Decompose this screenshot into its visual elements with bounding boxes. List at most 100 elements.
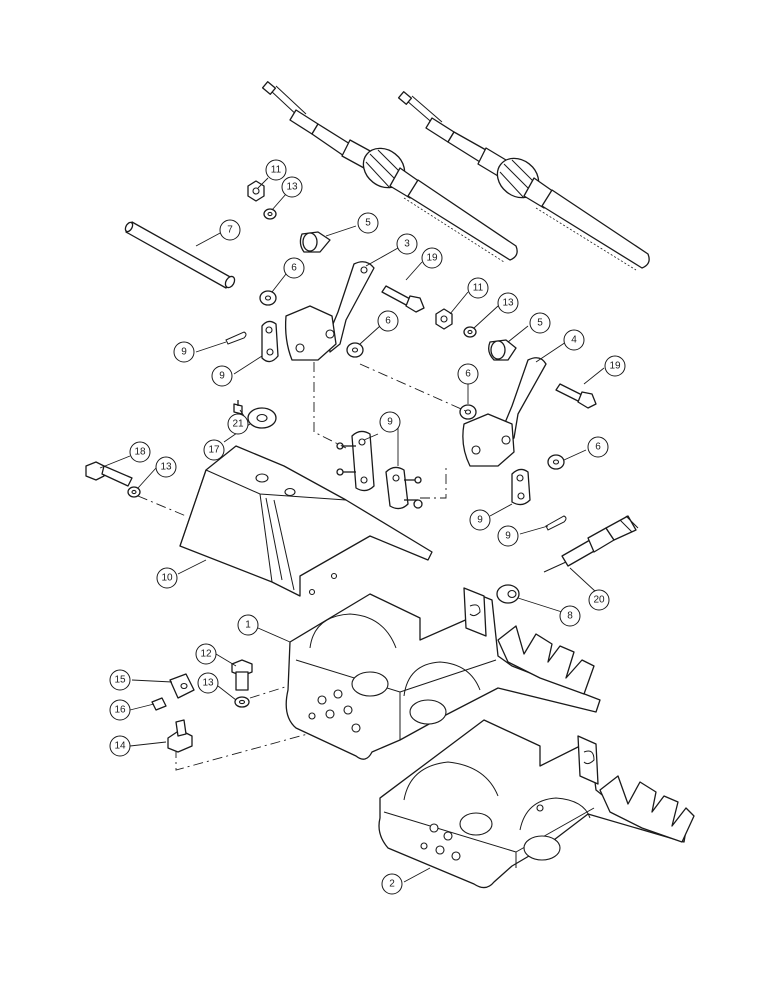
svg-text:9: 9 (181, 347, 187, 358)
washer-13-left (127, 486, 141, 498)
svg-text:10: 10 (161, 573, 173, 584)
bracket-2 (378, 719, 695, 889)
svg-text:6: 6 (291, 263, 297, 274)
callout-13-lower: 13 (197, 672, 219, 694)
svg-text:9: 9 (477, 515, 483, 526)
svg-text:12: 12 (200, 649, 212, 660)
svg-text:13: 13 (502, 298, 514, 309)
svg-text:9: 9 (505, 531, 511, 542)
svg-text:2: 2 (389, 879, 395, 890)
washer-6-right-upper (459, 404, 477, 420)
svg-text:14: 14 (114, 741, 126, 752)
bushing-5-upper (299, 231, 331, 253)
svg-text:9: 9 (219, 371, 225, 382)
callout-5-right: 5 (529, 312, 551, 334)
callout-9-upper-left: 9 (173, 341, 195, 363)
svg-text:6: 6 (595, 442, 601, 453)
bolt-12 (231, 659, 253, 691)
svg-text:3: 3 (404, 239, 410, 250)
svg-text:9: 9 (387, 417, 393, 428)
cotter-pin-9-upper (225, 331, 247, 345)
callout-7: 7 (219, 219, 241, 241)
callout-13-upper: 13 (281, 176, 303, 198)
callout-9-lower-pin: 9 (497, 525, 519, 547)
svg-text:17: 17 (208, 445, 220, 456)
lever-3 (284, 261, 375, 361)
svg-text:13: 13 (202, 678, 214, 689)
washer-13-right (463, 326, 477, 338)
callout-13-right: 13 (497, 292, 519, 314)
callout-11-upper: 11 (265, 159, 287, 181)
pin-7 (124, 221, 236, 289)
svg-text:19: 19 (426, 253, 438, 264)
set-screw-16 (151, 697, 167, 711)
svg-text:4: 4 (571, 335, 577, 346)
washer-6-upper (259, 290, 277, 306)
cable-end-20 (543, 515, 639, 573)
clevis-pin-9-mid-right (385, 466, 423, 510)
callout-5-upper: 5 (357, 212, 379, 234)
svg-text:19: 19 (609, 361, 621, 372)
bushing-5-right (488, 339, 517, 361)
callout-1: 1 (237, 614, 259, 636)
lever-4 (462, 357, 547, 467)
callout-6-right-upper: 6 (457, 363, 479, 385)
svg-text:13: 13 (286, 182, 298, 193)
callout-13-left: 13 (155, 456, 177, 478)
clevis-pin-9-mid-left (336, 430, 375, 492)
bushing-8 (496, 584, 520, 604)
svg-text:15: 15 (114, 675, 126, 686)
callout-21: 21 (227, 413, 249, 435)
svg-text:16: 16 (114, 705, 126, 716)
bolt-18 (85, 461, 133, 487)
cover-plate-10 (179, 445, 433, 597)
callout-19-right: 19 (604, 355, 626, 377)
svg-text:13: 13 (160, 462, 172, 473)
callout-18: 18 (129, 441, 151, 463)
screw-21 (233, 400, 243, 415)
callout-16: 16 (109, 699, 131, 721)
callout-17: 17 (203, 439, 225, 461)
callout-2: 2 (381, 873, 403, 895)
nut-11-right (435, 308, 453, 330)
callout-20: 20 (588, 589, 610, 611)
callout-3: 3 (396, 233, 418, 255)
svg-text:5: 5 (537, 318, 543, 329)
bracket-1 (285, 587, 601, 760)
washer-6-right-lower (547, 454, 565, 470)
callout-6-mid: 6 (377, 310, 399, 332)
callout-4: 4 (563, 329, 585, 351)
svg-text:6: 6 (465, 369, 471, 380)
callout-10: 10 (156, 567, 178, 589)
callout-6-right-lower: 6 (587, 436, 609, 458)
callout-12: 12 (195, 643, 217, 665)
callout-6-upper: 6 (283, 257, 305, 279)
clamp-15 (169, 673, 195, 699)
link-plate-9-lower (511, 468, 531, 506)
svg-text:5: 5 (365, 218, 371, 229)
washer-13-lower (234, 696, 250, 708)
callout-11-right: 11 (467, 277, 489, 299)
callout-8: 8 (559, 605, 581, 627)
washer-6-mid (346, 342, 364, 358)
svg-text:6: 6 (385, 316, 391, 327)
svg-text:1: 1 (245, 620, 251, 631)
washer-17 (247, 407, 277, 429)
control-cable-left (261, 81, 518, 263)
svg-text:8: 8 (567, 611, 573, 622)
callout-14: 14 (109, 735, 131, 757)
svg-text:11: 11 (473, 283, 484, 294)
cotter-pin-9-lower (545, 515, 567, 531)
svg-text:21: 21 (232, 419, 244, 430)
svg-text:11: 11 (271, 165, 282, 176)
svg-text:18: 18 (134, 447, 146, 458)
callout-19-upper: 19 (421, 247, 443, 269)
callout-9-lower-plate: 9 (469, 509, 491, 531)
callout-9-upper-plate: 9 (211, 365, 233, 387)
callout-15: 15 (109, 669, 131, 691)
bolt-19-upper (381, 285, 425, 313)
control-cable-right (397, 91, 650, 271)
svg-text:20: 20 (593, 595, 605, 606)
callout-9-mid: 9 (379, 411, 401, 433)
